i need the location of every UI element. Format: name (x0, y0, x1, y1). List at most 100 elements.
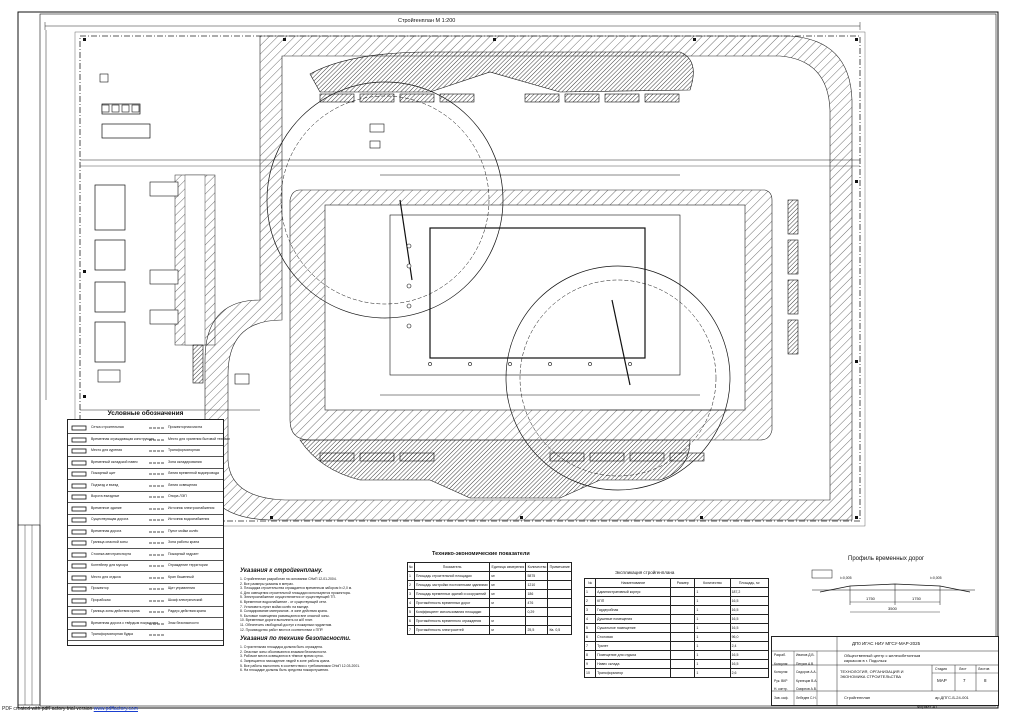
legend-label: Ворота въездные (91, 494, 120, 498)
legend-label: Трансформаторная (168, 448, 200, 452)
stamp-name: Смирнов А.В. (796, 687, 817, 691)
note-line: 1. Строительная площадка должна быть огр… (240, 645, 323, 650)
table-header-cell: Площадь, м² (729, 578, 770, 588)
legend-label: Опора ЛЭП (168, 494, 187, 498)
profile-slope-left: i=0,005 (840, 576, 852, 580)
legend-symbol-icon (149, 485, 165, 486)
legend-symbol-icon (149, 531, 165, 532)
table-cell: Протяжённость временного ограждения (413, 616, 491, 626)
legend-label: Контейнер для мусора (91, 563, 128, 567)
table-cell: 1 (583, 587, 597, 597)
table-cell: 1 (694, 650, 731, 660)
legend-row: Ворота въездные Опора ЛЭП (68, 492, 223, 503)
table-cell: Кв. 0,5 (547, 625, 572, 635)
legend-label: Прожекторная мачта (168, 425, 203, 429)
table-cell: Коэффициент использования площадки (413, 607, 491, 617)
stamp-role: Рук. ВКР (774, 678, 788, 683)
table-cell: Сушильное помещение (595, 623, 672, 633)
table-cell: 2,6 (729, 668, 770, 678)
table-cell: 1 (694, 659, 731, 669)
legend-symbol-icon (71, 506, 87, 511)
stamp-object: Общественный центр с железобетонным карк… (844, 653, 921, 663)
legend-label: Место для отдыха (91, 574, 121, 579)
legend-label: Источник водоснабжения (168, 517, 210, 521)
legend-label: Существующая дорога (91, 517, 129, 521)
footer-link[interactable]: www.pdffactory.com (93, 706, 138, 712)
legend-label: Временная ограждающая конструкция (91, 436, 154, 441)
legend-label: Линия временной водопровода (168, 471, 219, 475)
note-line: 8. Складирование материалов - в зоне дей… (240, 609, 328, 614)
table-cell: 10 (583, 668, 597, 678)
table-cell (547, 598, 572, 608)
table-cell: 2,4 (729, 641, 770, 651)
table-cell: 1 (694, 668, 731, 678)
table-header-cell: Размер (670, 578, 696, 588)
legend-symbol-icon (71, 437, 87, 442)
legend-symbol-icon (71, 598, 87, 603)
table-cell: 3 (407, 589, 415, 599)
legend-symbol-icon (71, 471, 87, 477)
stamp-role: Н. контр. (774, 687, 788, 691)
table-cell: Площадь временных зданий и сооружений (413, 589, 491, 599)
table-cell: 4 (583, 614, 597, 624)
table-cell (670, 668, 696, 678)
notes-heading-safety: Указания по технике безопасности. (240, 636, 351, 643)
note-line: 7. Установить пункт мойки колёс на выезд… (240, 604, 310, 609)
note-line: 6. Временное водоснабжение - от существу… (240, 599, 327, 604)
table-cell: 0,29 (525, 607, 549, 617)
table-cell (547, 607, 572, 617)
legend-label: Временная дорога (91, 528, 122, 533)
note-line: 4. Запрещается нахождение людей в зоне р… (240, 658, 331, 663)
table-cell: Протяжённость временных дорог (413, 598, 491, 608)
legend-symbol-icon (149, 600, 165, 601)
stamp-stage: МАР (937, 678, 947, 683)
legend-label: Граница зоны действия крана (91, 609, 140, 613)
table-cell: 1210 (525, 580, 549, 590)
format-label: Формат А1 (917, 704, 938, 709)
legend-symbol-icon (71, 529, 87, 534)
table-cell: 187,2 (729, 587, 770, 597)
legend-label: Радиус действия крана (168, 609, 206, 613)
table-cell (525, 616, 549, 626)
legend-label: Подъезд и въезд (91, 482, 119, 487)
notes-heading-general: Указания к стройгенплану. (240, 568, 323, 574)
stamp-role: Консульт. (774, 670, 789, 674)
table-cell: 2 (407, 580, 415, 590)
table-cell: м² (489, 589, 527, 599)
table-cell: Навес склада (595, 659, 672, 669)
table-cell: 5 (583, 623, 597, 633)
table-cell: 4 (407, 598, 415, 608)
table-cell: 6 (407, 616, 415, 626)
legend-symbol-icon (149, 565, 165, 567)
table-cell: 1 (694, 623, 731, 633)
legend-label: Линия освещения (168, 482, 198, 487)
pdf-footer: PDF created with pdfFactory trial versio… (2, 706, 138, 712)
table-header-cell: Количество (694, 578, 731, 588)
footer-text: PDF created with pdfFactory trial versio… (2, 706, 94, 712)
tep-title: Технико-экономические показатели (432, 551, 530, 557)
table-header-cell: Примечание (547, 562, 572, 572)
table-cell: 1 (694, 641, 731, 651)
table-cell: 16,5 (729, 605, 770, 615)
stamp-name: Петров А.В. (796, 661, 815, 666)
stamp-role: Разраб. (774, 653, 786, 657)
table-cell: 16,5 (729, 614, 770, 624)
table-cell: Столовая (595, 632, 672, 642)
table-cell: 8 (583, 650, 597, 660)
legend-label: Пожарный щит (91, 471, 116, 475)
legend-label: Временный складской навес (91, 459, 138, 464)
